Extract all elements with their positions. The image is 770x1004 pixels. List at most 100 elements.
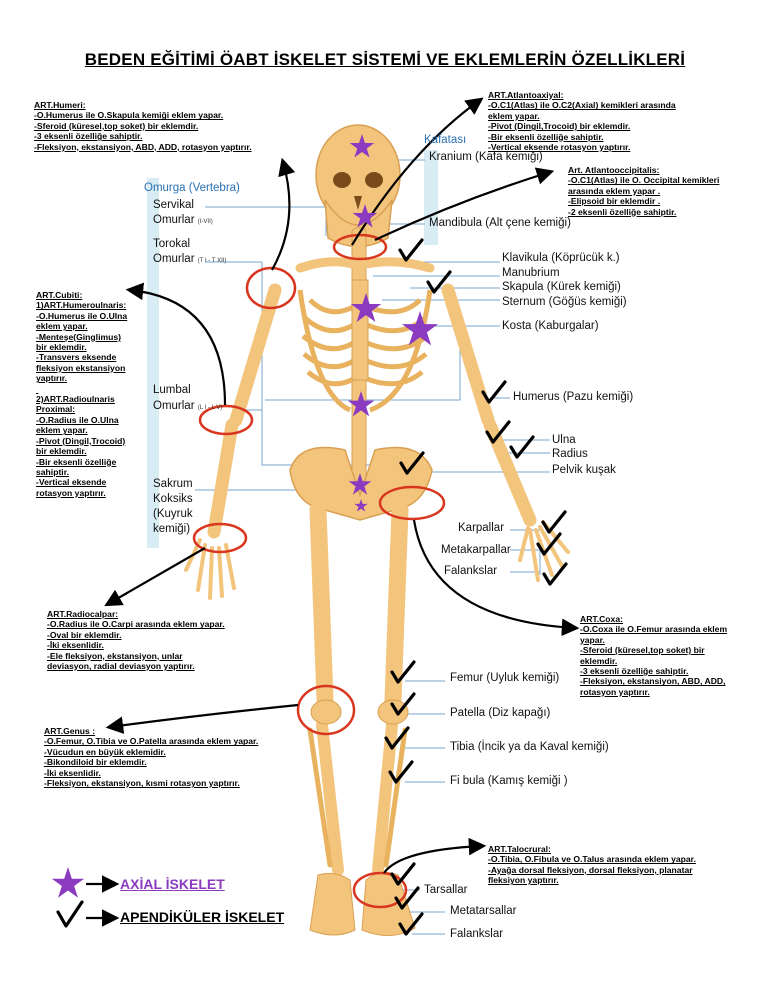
info-box-line: -Menteşe(Ginglimus) — [36, 331, 121, 342]
category-omurga: Omurga (Vertebra) — [144, 182, 240, 194]
label-torokal: Torokal — [153, 238, 191, 250]
check-icon-carpals — [541, 510, 567, 534]
info-box-line: -O.Coxa ile O.Femur arasında eklem — [580, 624, 728, 635]
label-fibula: Fi bula (Kamış kemiği ) — [450, 775, 568, 787]
arrow-coxa — [412, 519, 580, 637]
check-icon-metatarsals — [394, 886, 420, 910]
left-femur — [309, 501, 334, 709]
info-box-line: Proximal: — [36, 404, 76, 415]
label-lumbal: Lumbal — [153, 384, 191, 396]
check-icon-femur — [390, 660, 416, 684]
info-box-line: -O.Radius ile O.Ulna — [36, 414, 119, 425]
left-forearm — [207, 418, 239, 539]
right-tibia — [372, 719, 398, 876]
info-box-line: -Vertical eksende rotasyon yaptırır. — [488, 142, 631, 153]
info-box-line: 2)ART.Radioulnaris — [36, 394, 115, 405]
check-icon-fibula — [388, 760, 414, 784]
label-tarsallar: Tarsallar — [424, 884, 468, 896]
page-title: BEDEN EĞİTİMİ ÖABT İSKELET SİSTEMİ VE EK… — [84, 50, 686, 69]
joint-ring-hip — [378, 485, 446, 521]
label-kosta: Kosta (Kaburgalar) — [502, 320, 599, 332]
label-femur: Femur (Uyluk kemiği) — [450, 672, 560, 684]
star-icon-sternum — [350, 293, 382, 322]
label-lumbal-omurlar: Omurlar (L I - L V) — [153, 400, 223, 412]
label-sakrum: Sakrum — [153, 478, 193, 490]
legend-apendikuler: APENDİKÜLER İSKELET — [120, 909, 285, 925]
check-icon-clavicle — [398, 238, 424, 262]
info-box-line: -Bir eksenli özelliğe — [36, 456, 117, 467]
info-box-line: deviasyon, radial deviasyon yaptırır. — [47, 661, 195, 672]
label-humerus: Humerus (Pazu kemiği) — [513, 391, 634, 403]
check-icon-patella — [390, 692, 416, 716]
label-falankslar-el: Falankslar — [444, 565, 498, 577]
info-box-line: -Fleksiyon, ekstansiyon, kısmi rotasyon … — [44, 778, 240, 789]
info-box-line: -O.C1(Atlas) ile O. Occipital kemikleri — [568, 175, 720, 186]
info-box-atlantooccipitalis: Art. Atlantooccipitalis:-O.C1(Atlas) ile… — [568, 165, 719, 217]
label-sternum: Sternum (Göğüs kemiği) — [502, 296, 627, 308]
info-box-line: rotasyon yaptırır. — [580, 686, 650, 697]
info-box-line: bir eklemdir. — [36, 342, 87, 353]
info-box-title: ART.Genus : — [44, 726, 96, 736]
info-box-humeri: ART.Humeri:-O.Humerus ile O.Skapula kemi… — [34, 100, 252, 152]
info-box-line: -O.C1(Atlas) ile O.C2(Axial) kemikleri a… — [488, 100, 676, 111]
check-icon-phalanges-hand — [542, 562, 568, 586]
info-box-line: -Elipsoid bir eklemdir . — [568, 196, 661, 207]
label-servikal-omurlar: Omurlar (I-VII) — [153, 214, 213, 226]
rib-left-outer — [297, 289, 352, 413]
label-patella: Patella (Diz kapağı) — [450, 707, 551, 719]
star-icon-legend — [51, 867, 85, 898]
check-icon-metacarpals — [536, 532, 562, 556]
check-icon-humerus — [481, 380, 507, 404]
info-box-line: -Pivot (Dingil,Trocoid) — [36, 435, 126, 446]
info-box-line: arasında eklem yapar . — [568, 185, 661, 196]
info-box-line: -O.Tibia, O.Fibula ve O.Talus arasında e… — [488, 854, 696, 865]
info-box-radiocalpar: ART.Radiocalpar:-O.Radius ile O.Carpi ar… — [47, 609, 225, 671]
info-box-line: yaptırır. — [36, 373, 68, 384]
info-box-line: bir eklemdir. — [36, 446, 87, 457]
left-tibia — [316, 719, 344, 876]
info-box-line: -O.Humerus ile O.Skapula kemiği eklem ya… — [34, 110, 224, 121]
label-metakarpallar: Metakarpallar — [441, 544, 511, 556]
star-icon-sacrum — [348, 473, 372, 495]
left-patella — [310, 699, 342, 725]
arrow-genus — [105, 703, 299, 734]
arrow-cubiti — [125, 282, 227, 406]
left-foot — [309, 872, 356, 936]
info-box-genus: ART.Genus :-O.Femur, O.Tibia ve O.Patell… — [44, 726, 258, 788]
info-box-title: ART.Humeri: — [34, 100, 86, 110]
info-box-line: -Ele fleksiyon, ekstansiyon, unlar — [47, 650, 183, 661]
arrow-radiocalpar — [104, 547, 206, 607]
info-box-line: fleksiyon ekstansiyon — [36, 362, 126, 373]
info-box-line: -Sferoid (küresel,top soket) bir eklemdi… — [34, 120, 199, 131]
omurga-bracket — [147, 178, 159, 548]
label-torokal-omurlar: Omurlar (T I - T XII) — [153, 253, 227, 265]
info-box-line: eklem yapar. — [36, 425, 88, 436]
check-icon-tibia — [384, 726, 410, 750]
star-icon-ribs — [401, 311, 439, 346]
right-eye-socket — [365, 172, 383, 188]
info-box-line: -Vücudun en büyük eklemidir. — [44, 746, 166, 757]
label-klavikula: Klavikula (Köprücük k.) — [502, 252, 620, 264]
left-humerus — [229, 283, 282, 427]
info-box-atlantoaxiyal: ART.Atlantoaxiyal:-O.C1(Atlas) ile O.C2(… — [488, 90, 676, 152]
info-box-title: Art. Atlantooccipitalis: — [568, 165, 660, 175]
left-clavicle — [295, 257, 357, 273]
info-box-line: -3 eksenli özelliğe sahiptir. — [580, 666, 689, 677]
label-servikal: Servikal — [153, 199, 194, 211]
info-box-line: -İki eksenlidir. — [47, 640, 104, 651]
info-box-line: -2 eksenli özelliğe sahiptir. — [568, 206, 677, 217]
check-icon-phalanges-foot — [398, 912, 424, 936]
arrow-atlantooccipitalis — [374, 167, 555, 241]
info-box-line: 1)ART.Humeroulnaris: — [36, 300, 127, 311]
category-kafatasi: Kafatası — [424, 134, 467, 146]
check-icon-radius — [509, 435, 535, 459]
right-patella — [377, 699, 409, 725]
legend-axial: AXİAL İSKELET — [120, 876, 225, 892]
info-box-line: -O.Radius ile O.Carpi arasında eklem yap… — [47, 619, 225, 630]
info-box-title: ART.Radiocalpar: — [47, 609, 119, 619]
check-icon-legend — [56, 900, 84, 928]
info-box-line: -Vertical eksende — [36, 477, 107, 488]
label-falankslar-ayak: Falankslar — [450, 928, 504, 940]
label-mandibula: Mandibula (Alt çene kemiği) — [429, 217, 571, 229]
